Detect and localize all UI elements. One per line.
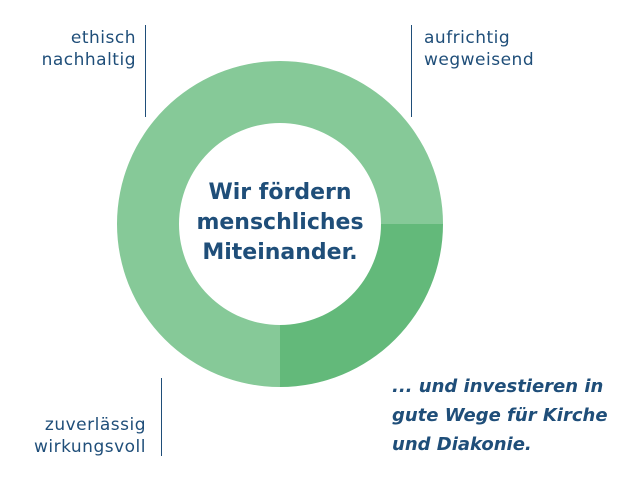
tagline-line: und Diakonie. bbox=[392, 434, 532, 455]
label-line: wegweisend bbox=[424, 50, 535, 70]
divider-line-top-left bbox=[145, 25, 146, 117]
label-line: aufrichtig bbox=[424, 28, 511, 48]
tagline: ... und investieren in gute Wege für Kir… bbox=[392, 372, 608, 459]
label-line: nachhaltig bbox=[41, 50, 136, 70]
ring-segments bbox=[117, 61, 443, 387]
label-zuverlaessig-wirkungsvoll: zuverlässig wirkungsvoll bbox=[34, 414, 146, 458]
label-line: wirkungsvoll bbox=[33, 437, 146, 457]
label-line: zuverlässig bbox=[44, 415, 146, 435]
divider-line-bottom-left bbox=[161, 378, 162, 456]
center-line: menschliches bbox=[196, 210, 364, 235]
label-ethisch-nachhaltig: ethisch nachhaltig bbox=[42, 27, 136, 71]
center-statement: Wir fördern menschliches Miteinander. bbox=[190, 178, 370, 268]
label-aufrichtig-wegweisend: aufrichtig wegweisend bbox=[424, 27, 534, 71]
tagline-line: gute Wege für Kirche bbox=[392, 405, 608, 426]
ring-segment-main bbox=[117, 61, 443, 387]
center-line: Wir fördern bbox=[208, 180, 352, 205]
ring-segment-highlight bbox=[280, 224, 443, 387]
divider-line-top-right bbox=[411, 25, 412, 117]
center-line: Miteinander. bbox=[202, 240, 358, 265]
label-line: ethisch bbox=[70, 28, 136, 48]
tagline-line: ... und investieren in bbox=[392, 376, 604, 397]
